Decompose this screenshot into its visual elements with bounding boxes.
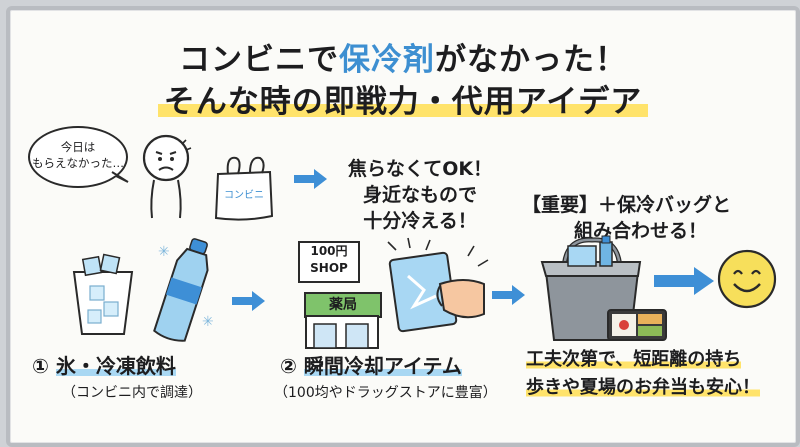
svg-text:✳: ✳ bbox=[202, 314, 214, 330]
item-2-sub: （100均やドラッグストアに豊富） bbox=[274, 385, 497, 401]
item-2-label: ② 瞬間冷却アイテム bbox=[280, 354, 462, 378]
title-line-1: コンビニで保冷剤がなかった！ bbox=[179, 42, 627, 78]
smile-face-icon bbox=[717, 249, 777, 309]
arrow-right-icon bbox=[232, 291, 265, 311]
item-1-sub: （コンビニ内で調達） bbox=[62, 385, 202, 401]
title-highlight: 保冷剤 bbox=[339, 42, 435, 78]
speech-bubble: 今日は もらえなかった… bbox=[28, 126, 128, 188]
cooler-bag-icon bbox=[540, 235, 667, 341]
drugstore-building-icon bbox=[305, 315, 379, 349]
result-message: 工夫次第で、短距離の持ち 歩きや夏場のお弁当も安心！ bbox=[526, 349, 760, 398]
bubble-line-1: 今日は bbox=[60, 140, 96, 154]
frozen-bottle-icon: ✳ ✳ bbox=[153, 238, 214, 342]
bubble-tail-icon bbox=[111, 171, 129, 183]
bubble-line-2: もらえなかった… bbox=[32, 156, 124, 170]
instant-cold-pack-icon bbox=[387, 237, 489, 333]
convenience-bag-icon: コンビニ bbox=[214, 156, 274, 221]
bag-label: コンビニ bbox=[224, 189, 264, 201]
worried-person-icon bbox=[142, 134, 192, 219]
svg-text:✳: ✳ bbox=[158, 244, 170, 260]
arrow-right-icon bbox=[492, 285, 525, 305]
arrow-right-icon bbox=[654, 267, 714, 295]
ice-cup-icon bbox=[72, 253, 134, 335]
title-line-2: そんな時の即戦力・代用アイデア bbox=[10, 76, 796, 121]
important-message: 【重要】＋保冷バッグと 組み合わせる！ bbox=[522, 194, 732, 242]
arrow-right-icon bbox=[294, 169, 327, 189]
center-message: 焦らなくてOK！ 身近なもので 十分冷える！ bbox=[347, 158, 493, 232]
item-1-label: ① 氷・冷凍飲料 bbox=[32, 354, 176, 378]
whiteboard: コンビニで保冷剤がなかった！ そんな時の即戦力・代用アイデア 今日は もらえなか… bbox=[6, 6, 800, 447]
shop-100-sign: 100円 SHOP bbox=[298, 241, 360, 283]
drugstore: 薬局 bbox=[300, 292, 384, 349]
